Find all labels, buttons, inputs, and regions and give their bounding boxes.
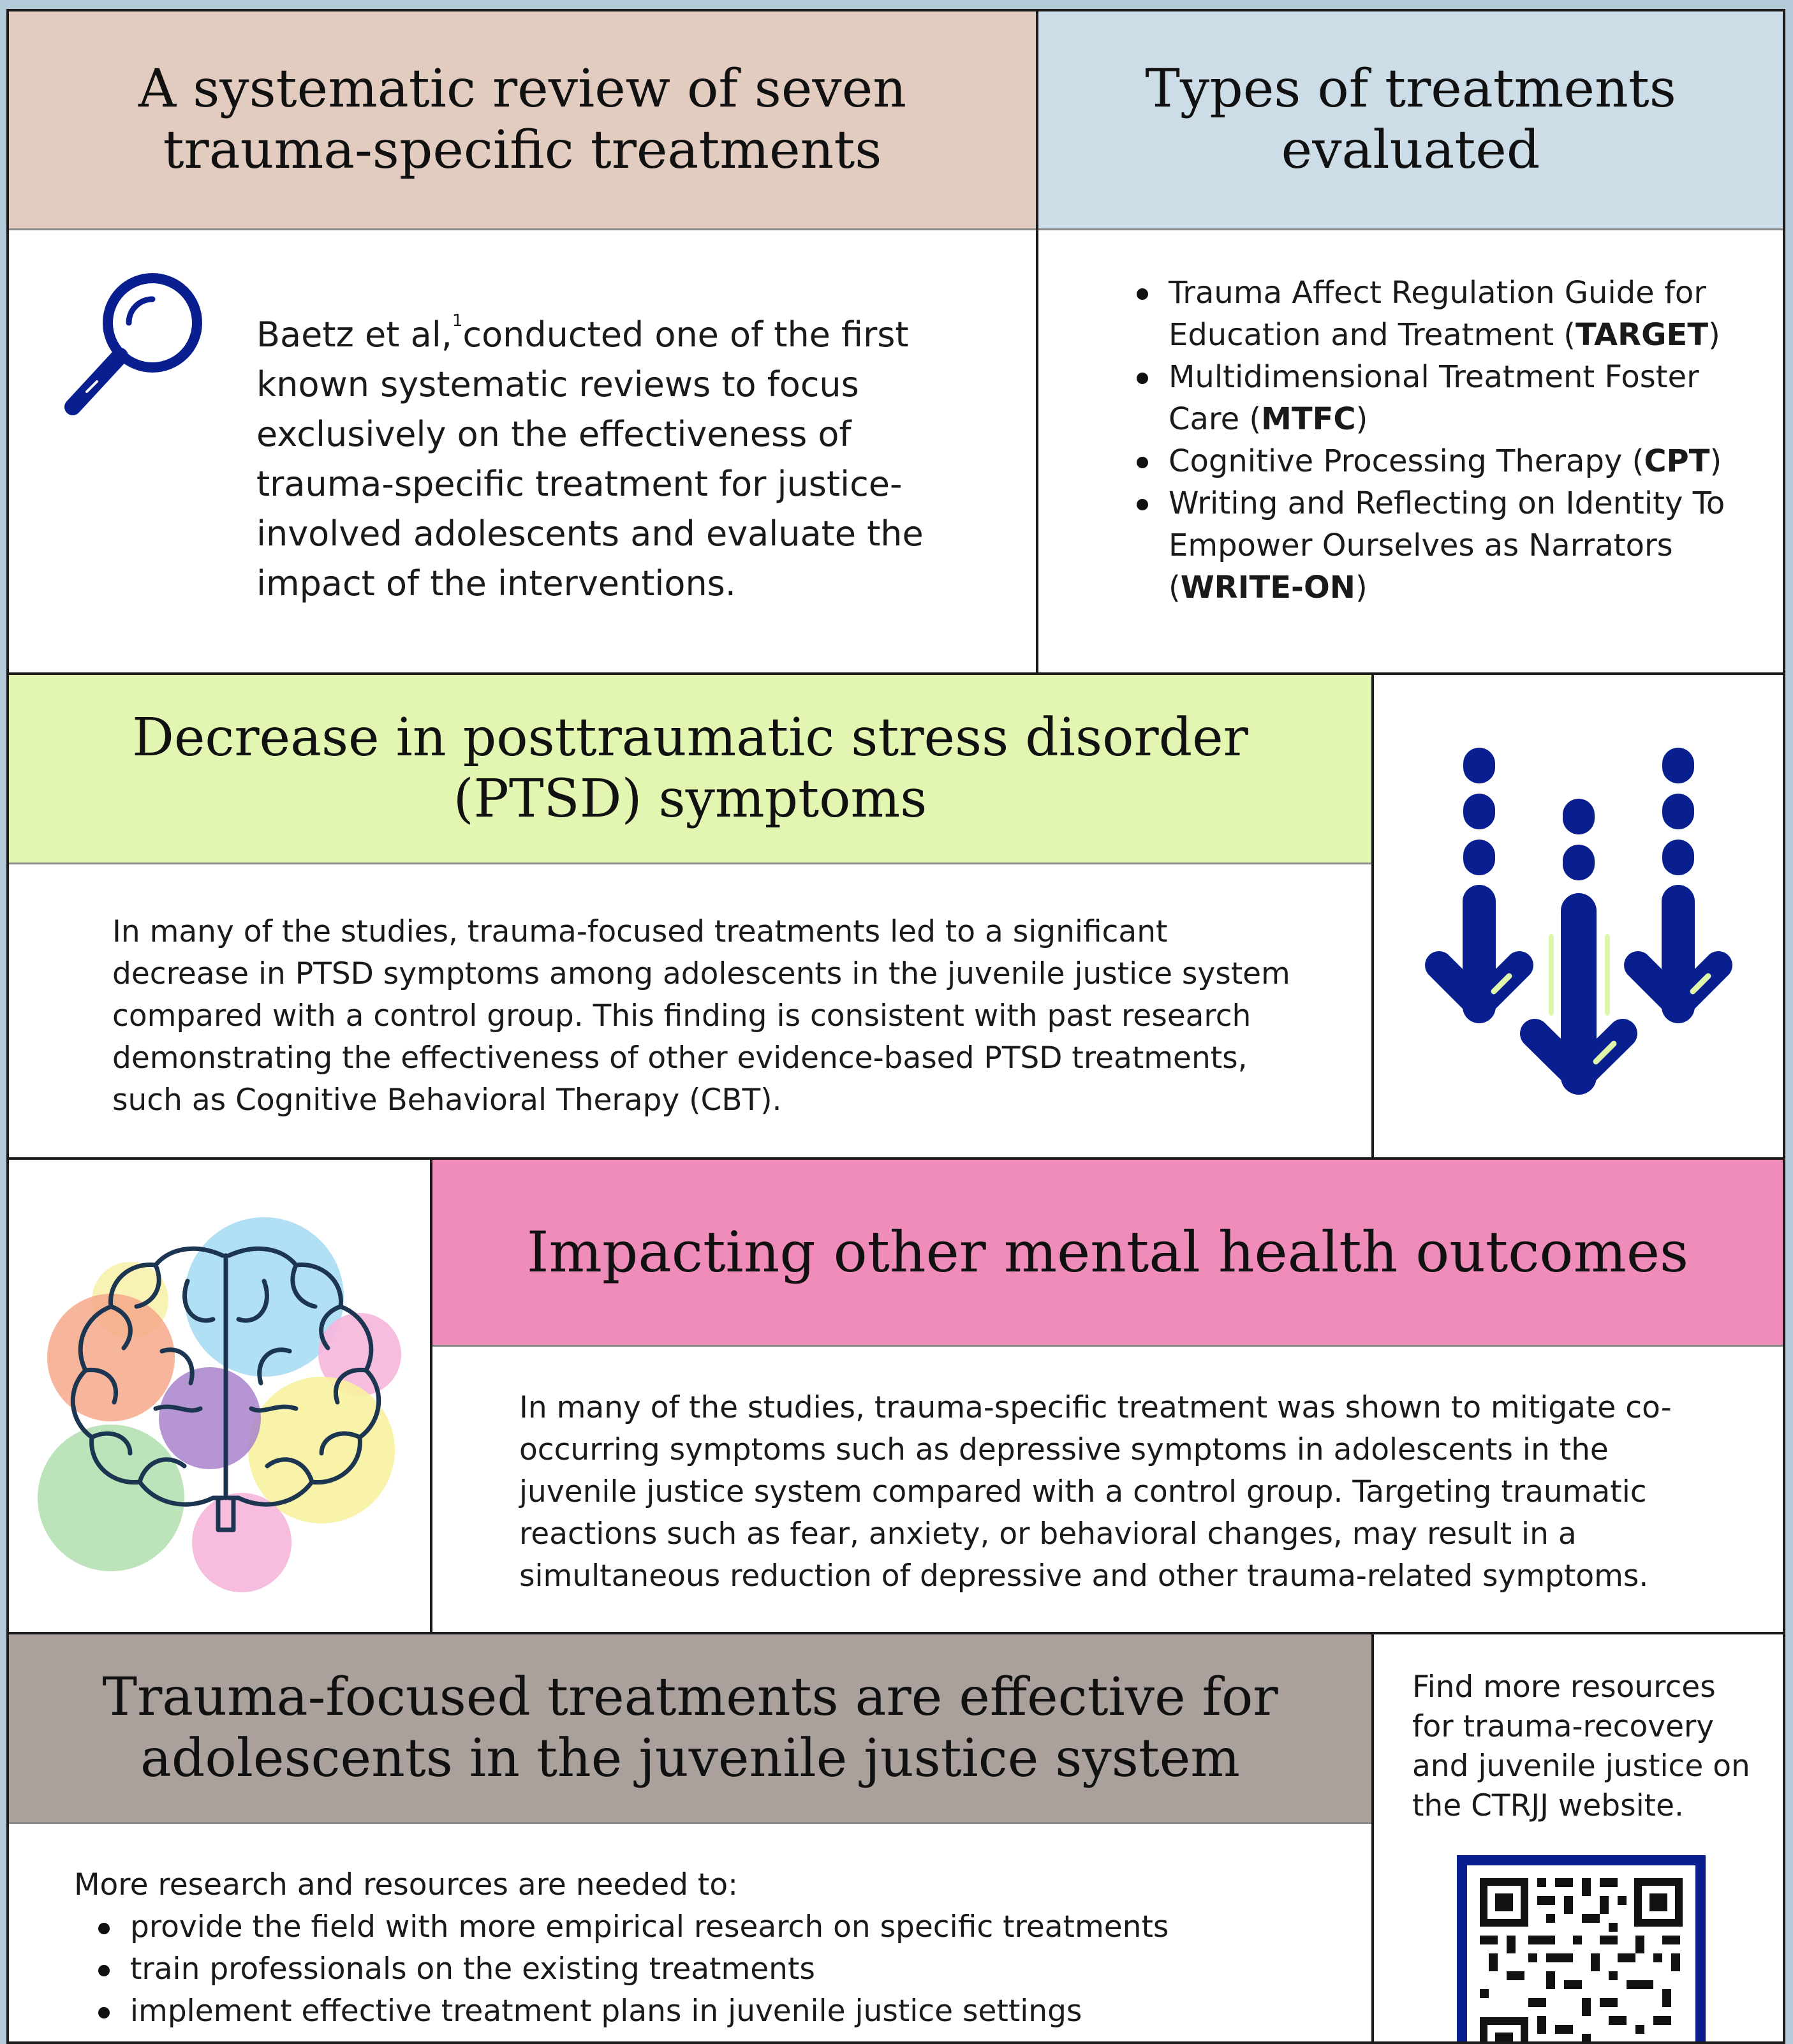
conclusion-body: More research and resources are needed t… [74,1864,1337,2033]
treatments-title: Types of treatments evaluated [1145,59,1676,181]
treatments-title-line1: Types of treatments [1145,59,1676,119]
ptsd-header: Decrease in posttraumatic stress disorde… [9,675,1371,863]
review-header: A systematic review of seven trauma-spec… [9,11,1036,228]
mental-health-body: In many of the studies, trauma-specific … [519,1390,1672,1594]
treatments-list: Trauma Affect Regulation Guide for Educa… [1132,272,1776,609]
reference-marker: 1 [452,311,463,330]
conclusion-item: provide the field with more empirical re… [93,1906,1337,1948]
review-title: A systematic review of seven trauma-spec… [138,59,906,181]
review-title-line1: A systematic review of seven [138,59,907,119]
conclusion-item: train professionals on the existing trea… [93,1948,1337,1990]
review-text-start: Baetz et al, [256,315,452,355]
conclusion-title: Trauma-focused treatments are effective … [102,1667,1278,1789]
treatments-header: Types of treatments evaluated [1038,11,1783,228]
conclusion-title-line2: adolescents in the juvenile justice syst… [140,1728,1241,1789]
treatment-item: Writing and Reflecting on Identity To Em… [1132,482,1776,609]
ptsd-body: In many of the studies, trauma-focused t… [112,914,1290,1118]
conclusion-intro: More research and resources are needed t… [74,1867,738,1902]
conclusion-item: implement effective treatment plans in j… [93,1990,1337,2033]
conclusion-header: Trauma-focused treatments are effective … [9,1634,1371,1822]
treatment-item: Multidimensional Treatment Foster Care (… [1132,356,1776,440]
review-text-rest: conducted one of the first known systema… [256,315,924,604]
review-title-line2: trauma-specific treatments [163,120,882,181]
qr-code-icon[interactable] [1457,1855,1706,2041]
ptsd-title-line2: (PTSD) symptoms [453,769,927,829]
mental-health-header: Impacting other mental health outcomes [432,1160,1783,1345]
review-body: Baetz et al,1conducted one of the first … [256,310,984,609]
ptsd-title-line1: Decrease in posttraumatic stress disorde… [132,707,1248,768]
magnifier-icon [54,267,219,433]
treatment-item: Cognitive Processing Therapy (CPT) [1132,440,1776,482]
treatments-title-line2: evaluated [1281,120,1540,181]
conclusion-title-line1: Trauma-focused treatments are effective … [102,1667,1278,1728]
infographic-page: A systematic review of seven trauma-spec… [6,9,1785,2044]
treatment-item: Trauma Affect Regulation Guide for Educa… [1132,272,1776,356]
resources-text: Find more resources for trauma-recovery … [1412,1670,1750,1823]
down-arrows-icon [1412,739,1744,1109]
brain-icon [34,1192,417,1600]
mental-health-title: Impacting other mental health outcomes [526,1219,1689,1285]
ptsd-title: Decrease in posttraumatic stress disorde… [132,707,1248,830]
